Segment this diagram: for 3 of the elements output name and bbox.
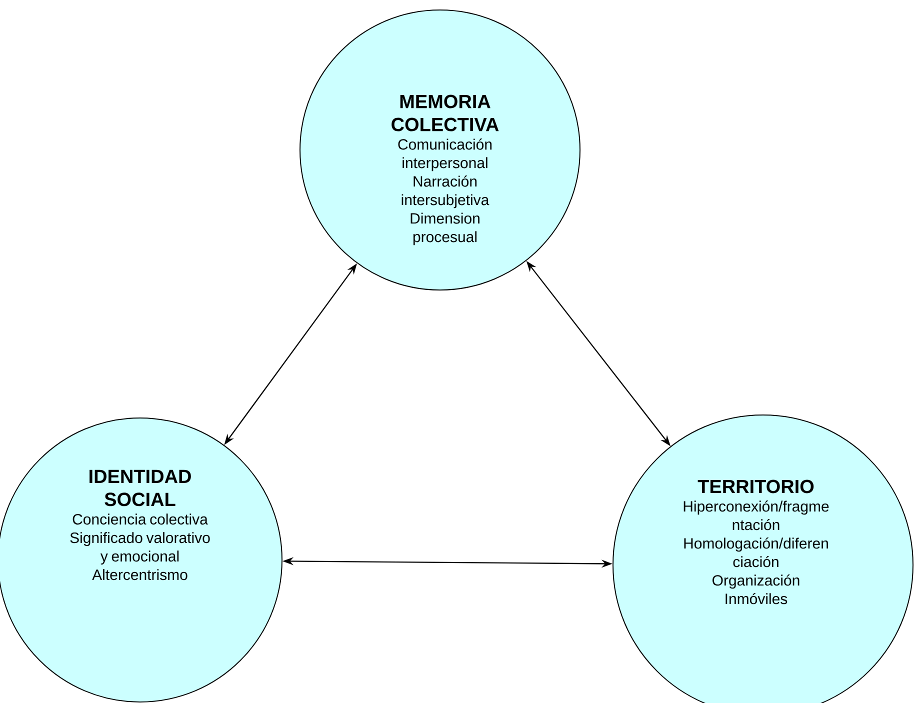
circle-node: IDENTIDAD SOCIAL Conciencia colectiva Significado valorativo y emocional Altercentrismo xyxy=(0,417,282,702)
circle-node: TERRITORIO Hiperconexión/fragme ntación Homologación/diferen ciación Organización Inmóviles xyxy=(612,414,914,703)
circle-node: MEMORIA COLECTIVA Comunicación interpersonal Narración intersubjetiva Dimension procesual xyxy=(300,9,580,290)
